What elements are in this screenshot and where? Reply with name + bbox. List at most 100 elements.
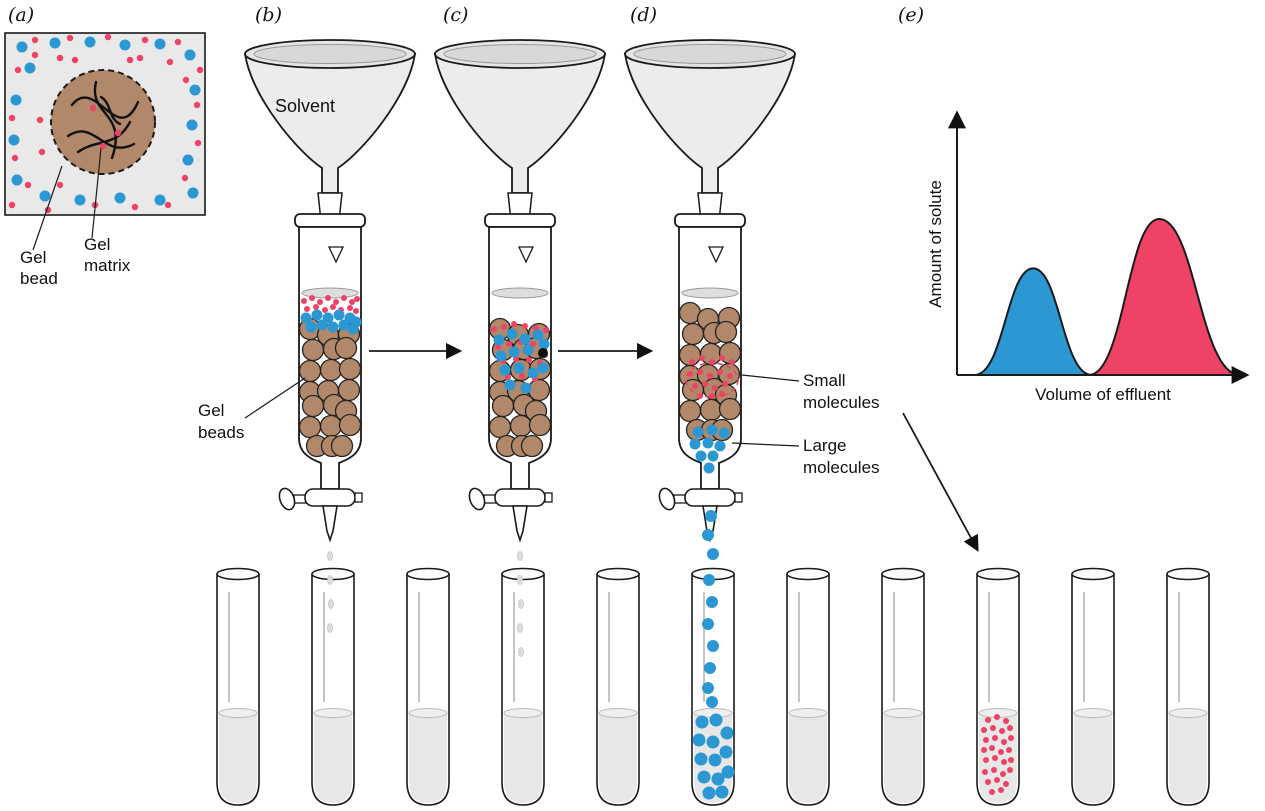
level-mark (707, 246, 725, 264)
large-molecule-dot (705, 510, 717, 522)
solvent-drip (327, 551, 333, 561)
large-molecule-dot (694, 752, 708, 766)
large-molecule-dot (114, 192, 126, 204)
small-molecule-dot (1006, 747, 1012, 753)
tube-liquid-surface (408, 708, 448, 718)
small-molecule-dot (136, 54, 144, 62)
small-molecule-dot (709, 359, 715, 365)
large-molecule-dot (184, 49, 196, 61)
small-molecule-dot (1000, 771, 1006, 777)
test-tube-rack (216, 567, 1210, 806)
gel-matrix-label: Gel matrix (84, 235, 131, 275)
large-molecule-dot (719, 745, 733, 759)
small-molecule-dot (24, 181, 32, 189)
large-molecule-dot (49, 37, 61, 49)
small-molecule-dot (56, 181, 64, 189)
gel-bead-closeup (50, 69, 156, 175)
large-molecule-dot (692, 426, 704, 438)
small-molecule-dot (126, 56, 134, 64)
small-molecule-dot (981, 747, 987, 753)
gel-bead (520, 434, 544, 458)
gel-bead (681, 322, 705, 346)
large-molecules-pointer (731, 442, 800, 447)
funnel-body (623, 53, 797, 194)
small-molecule-dot (349, 299, 355, 305)
small-molecule-dot (164, 201, 172, 209)
small-molecule-dot (526, 357, 532, 363)
small-molecule-dot (722, 381, 728, 387)
test-tube (1166, 567, 1210, 806)
large-molecule-dot (300, 312, 312, 324)
small-molecule-dot (8, 114, 16, 122)
small-molecule-dot (313, 304, 319, 310)
tube-liquid-surface (883, 708, 923, 718)
tube-liquid (219, 713, 257, 803)
small-molecule-dot (702, 381, 708, 387)
tube-rim (1166, 567, 1210, 581)
tube-liquid (314, 713, 352, 803)
funnel-body (433, 53, 607, 194)
panel-label-c: (c) (443, 4, 468, 26)
small-molecule-dot (301, 298, 307, 304)
large-molecule-dot (8, 134, 20, 146)
large-molecule-dot (538, 338, 550, 350)
small-molecule-dot (31, 51, 39, 59)
small-molecule-dot (325, 295, 331, 301)
chart-peak-small-molecules (1088, 217, 1241, 376)
small-molecule-dot (322, 307, 328, 313)
small-molecule-dot (104, 33, 112, 41)
small-molecule-dot (729, 359, 735, 365)
solvent-drip (517, 551, 523, 561)
column-mouth (294, 213, 366, 228)
large-molecule-dot (715, 785, 729, 799)
tube-liquid (789, 713, 827, 803)
gel-beads-pointer (244, 377, 306, 419)
small-molecule-dot (182, 76, 190, 84)
small-molecule-dot (519, 373, 525, 379)
small-molecule-dot (181, 174, 189, 182)
solvent-drip (328, 599, 334, 609)
gel-bead (330, 434, 354, 458)
small-molecule-dot (992, 735, 998, 741)
tube-liquid-surface (788, 708, 828, 718)
small-molecule-dot (985, 717, 991, 723)
solvent-drip (517, 575, 523, 585)
large-molecule-dot (186, 119, 198, 131)
small-molecule-dot (354, 296, 360, 302)
small-molecule-dot (1008, 757, 1014, 763)
stopcock-handle (658, 487, 676, 511)
large-molecule-dot (706, 424, 718, 436)
gel-bead (491, 394, 515, 418)
funnel-rim-inner (443, 44, 597, 64)
small-molecule-dot (989, 745, 995, 751)
small-molecule-dot (114, 129, 122, 137)
small-molecule-dot (141, 36, 149, 44)
panel-label-d: (d) (630, 4, 657, 26)
large-molecule-dot (327, 321, 339, 333)
small-molecule-dot (193, 101, 201, 109)
small-molecule-dot (99, 142, 107, 150)
large-molecule-dot (522, 344, 534, 356)
gel-bead (338, 357, 362, 381)
gel-bead-pointer (32, 165, 63, 251)
small-molecule-dot (353, 308, 359, 314)
large-molecule-dot (692, 733, 706, 747)
small-molecule-dot (699, 355, 705, 361)
tube-liquid (599, 713, 637, 803)
small-molecule-dot (994, 777, 1000, 783)
small-molecule-dot (31, 36, 39, 44)
gel-bead (714, 320, 738, 344)
large-molecule-dot (333, 309, 345, 321)
large-molecule-dot (706, 735, 720, 749)
small-molecule-dot (983, 737, 989, 743)
large-molecule-dot (513, 362, 525, 374)
large-molecule-dot (695, 450, 707, 462)
small-molecule-dot (11, 154, 19, 162)
large-molecule-dot (702, 437, 714, 449)
solvent-label: Solvent (275, 96, 335, 116)
stopcock-nub (354, 492, 363, 503)
large-molecule-dot (718, 427, 730, 439)
stopcock-stem (673, 494, 687, 504)
large-molecule-dot (702, 618, 714, 630)
